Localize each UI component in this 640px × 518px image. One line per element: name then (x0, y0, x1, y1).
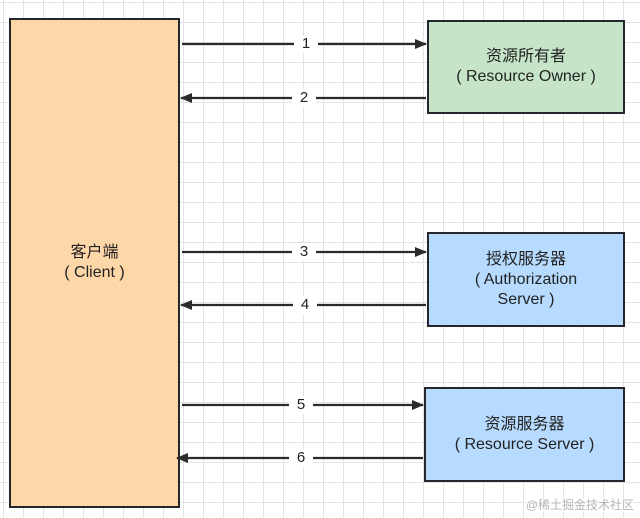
authorization-server-english-line2: Server ) (497, 290, 555, 308)
client-name: 客户端 (70, 244, 119, 261)
step-label-4: 4 (293, 296, 317, 314)
resource-owner-english-name: ( Resource Owner ) (456, 68, 596, 85)
authorization-server-name: 授权服务器 (485, 250, 566, 268)
authorization-server-box: 授权服务器 ( Authorization Server ) (427, 232, 625, 327)
step-label-6: 6 (289, 449, 313, 467)
step-label-3: 3 (292, 243, 316, 261)
authorization-server-english-line1: ( Authorization (474, 270, 578, 288)
step-label-1: 1 (294, 35, 318, 53)
resource-server-english-name: ( Resource Server ) (454, 435, 595, 453)
client-english-name: ( Client ) (64, 264, 125, 281)
resource-owner-name: 资源所有者 (485, 48, 566, 65)
watermark-text: @稀土掘金技术社区 (525, 498, 634, 512)
resource-owner-box: 资源所有者 ( Resource Owner ) (427, 20, 625, 114)
resource-server-name: 资源服务器 (484, 415, 565, 433)
resource-server-box: 资源服务器 ( Resource Server ) (424, 387, 625, 482)
client-box: 客户端 ( Client ) (9, 18, 180, 508)
step-label-2: 2 (292, 89, 316, 107)
step-label-5: 5 (289, 396, 313, 414)
